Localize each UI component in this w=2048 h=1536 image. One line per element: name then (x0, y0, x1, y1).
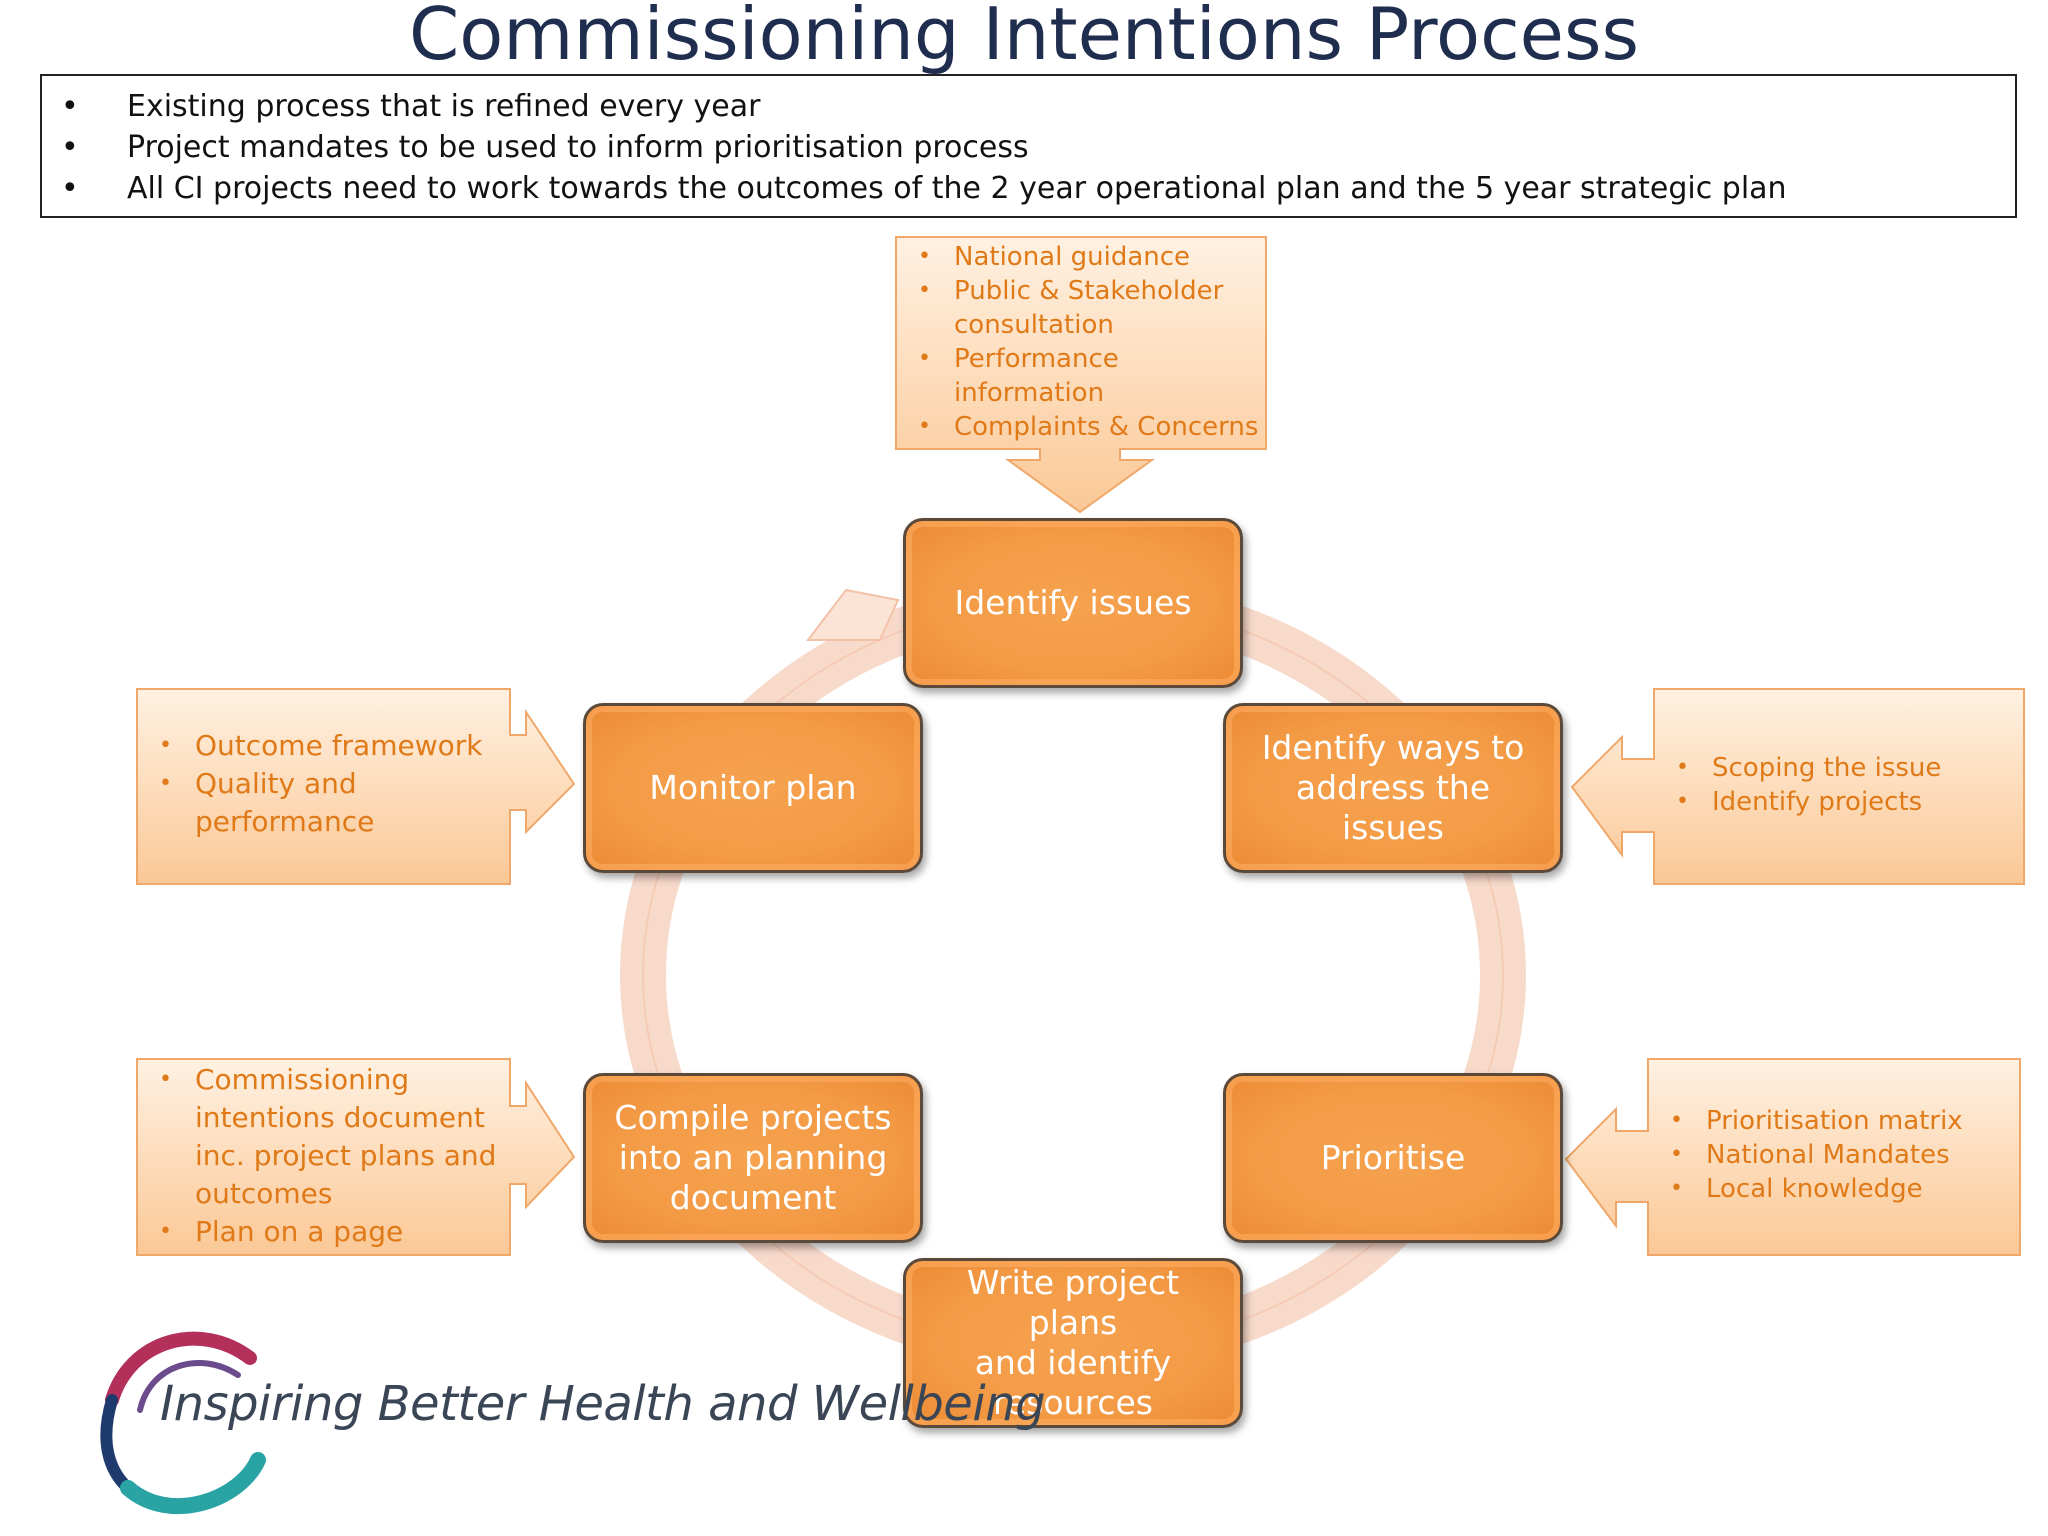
callout-right-upper: Scoping the issue Identify projects (1654, 751, 2014, 819)
callout-item: Commissioning intentions document inc. p… (137, 1061, 507, 1213)
callout-left-lower: Commissioning intentions document inc. p… (137, 1061, 507, 1251)
callout-item: Complaints & Concerns (896, 410, 1266, 444)
cycle-arrowhead-icon (805, 588, 900, 641)
callout-item: Scoping the issue (1654, 751, 2014, 785)
step-identify-issues[interactable]: Identify issues (903, 518, 1243, 688)
callout-item: National Mandates (1648, 1138, 2018, 1172)
callout-item: Outcome framework (137, 727, 507, 765)
intro-list: Existing process that is refined every y… (42, 76, 2015, 209)
callout-item: Plan on a page (137, 1213, 507, 1251)
logo-swoosh-icon (100, 1331, 266, 1515)
intro-box: Existing process that is refined every y… (40, 74, 2017, 218)
intro-point: Project mandates to be used to inform pr… (42, 127, 2015, 168)
step-compile[interactable]: Compile projects into an planning docume… (583, 1073, 923, 1243)
step-prioritise[interactable]: Prioritise (1223, 1073, 1563, 1243)
callout-item: Performance information (896, 342, 1266, 410)
callout-item: Identify projects (1654, 785, 2014, 819)
callout-top: National guidance Public & Stakeholder c… (896, 240, 1266, 444)
intro-point: All CI projects need to work towards the… (42, 168, 2015, 209)
intro-point: Existing process that is refined every y… (42, 86, 2015, 127)
callout-left-upper: Outcome framework Quality and performanc… (137, 727, 507, 841)
step-monitor-plan[interactable]: Monitor plan (583, 703, 923, 873)
step-identify-ways[interactable]: Identify ways to address the issues (1223, 703, 1563, 873)
callout-right-lower: Prioritisation matrix National Mandates … (1648, 1104, 2018, 1206)
step-write-plans[interactable]: Write project plans and identify resourc… (903, 1258, 1243, 1428)
callout-item: Prioritisation matrix (1648, 1104, 2018, 1138)
page-title: Commissioning Intentions Process (408, 0, 1639, 76)
callout-item: Public & Stakeholder consultation (896, 274, 1266, 342)
callout-item: Local knowledge (1648, 1172, 2018, 1206)
callout-item: Quality and performance (137, 765, 507, 841)
logo-text: Inspiring Better Health and Wellbeing (160, 1376, 1046, 1432)
callout-item: National guidance (896, 240, 1266, 274)
